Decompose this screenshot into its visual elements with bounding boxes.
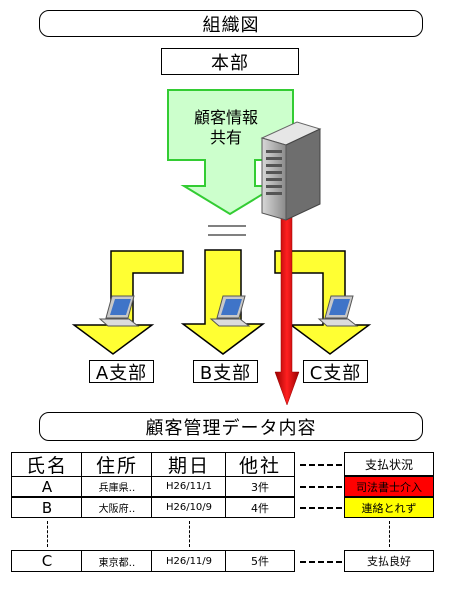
- row-a-status: 司法書士介入: [344, 476, 434, 497]
- branch-b-label: B支部: [199, 362, 252, 384]
- section-title-text: 顧客管理データ内容: [145, 417, 317, 439]
- section-title: 顧客管理データ内容: [39, 412, 423, 441]
- laptop-a-icon: [98, 295, 140, 327]
- row-a-name: A: [11, 476, 83, 497]
- branch-b-box: B支部: [193, 360, 258, 384]
- header-connector: [300, 464, 342, 466]
- row-c-name: C: [11, 550, 83, 572]
- header-address: 住所: [81, 452, 153, 477]
- branch-a-label: A支部: [95, 362, 148, 384]
- laptop-c-icon: [317, 295, 359, 327]
- ellipsis-name: [47, 521, 48, 547]
- row-c-connector: [300, 561, 342, 563]
- row-b-other: 4件: [225, 497, 295, 518]
- row-b-status: 連絡とれず: [344, 497, 434, 518]
- row-a-date: H26/11/1: [151, 476, 227, 497]
- branch-a-box: A支部: [89, 360, 154, 384]
- row-b-date: H26/10/9: [151, 497, 227, 518]
- row-a-address: 兵庫県‥: [81, 476, 153, 497]
- header-date: 期日: [151, 452, 227, 477]
- headquarters-box: 本部: [161, 48, 299, 75]
- ellipsis-status: [389, 521, 390, 547]
- row-c-address: 東京都‥: [81, 550, 153, 572]
- row-c-date: H26/11/9: [151, 550, 227, 572]
- ellipsis-date: [189, 521, 190, 547]
- header-name: 氏名: [11, 452, 83, 477]
- diagram-title: 組織図: [39, 10, 423, 37]
- header-other: 他社: [225, 452, 295, 477]
- shared-info-text: 顧客情報 共有: [176, 108, 276, 148]
- shared-info-line1: 顧客情報: [193, 108, 258, 127]
- row-a-connector: [300, 486, 342, 488]
- row-a-other: 3件: [225, 476, 295, 497]
- server-data-arrow: [274, 211, 300, 406]
- server-icon: [260, 121, 322, 221]
- diagram-title-text: 組織図: [202, 14, 260, 36]
- row-b-address: 大阪府‥: [81, 497, 153, 518]
- row-c-other: 5件: [225, 550, 295, 572]
- shared-info-line2: 共有: [209, 128, 242, 147]
- branch-c-arrow: [274, 250, 372, 355]
- row-b-connector: [300, 507, 342, 509]
- header-status: 支払状況: [344, 452, 434, 476]
- branch-c-label: C支部: [309, 362, 362, 384]
- headquarters-label: 本部: [211, 52, 249, 74]
- laptop-b-icon: [209, 295, 251, 327]
- row-c-status: 支払良好: [344, 550, 434, 572]
- branch-c-box: C支部: [303, 360, 368, 384]
- row-b-name: B: [11, 497, 83, 518]
